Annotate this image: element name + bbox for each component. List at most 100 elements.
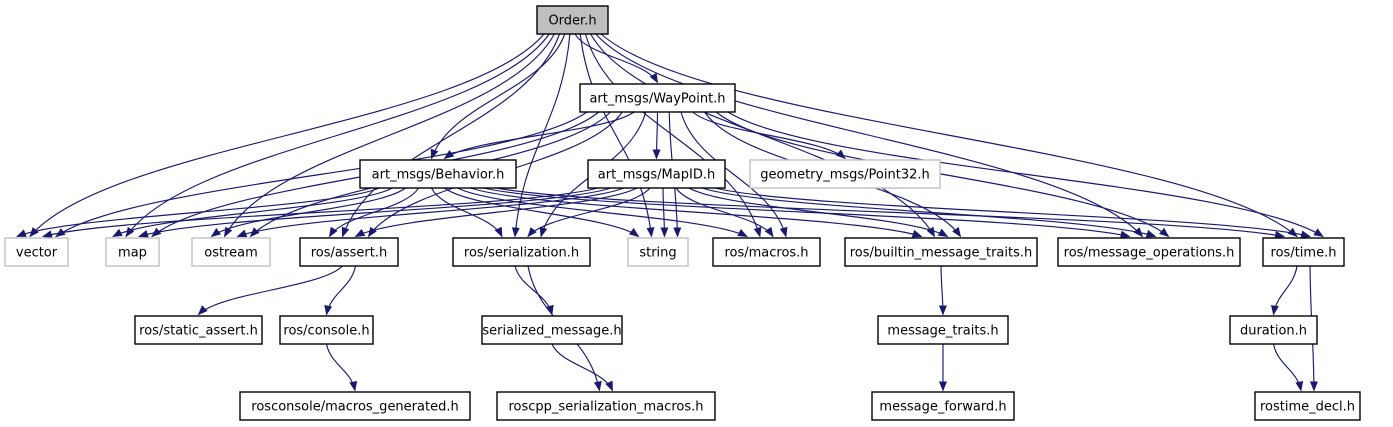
- node-box[interactable]: [481, 315, 623, 345]
- node-box[interactable]: [299, 237, 399, 267]
- node-box[interactable]: [134, 315, 263, 345]
- node-ros-assert-h[interactable]: ros/assert.h: [299, 237, 399, 267]
- node-label: message_forward.h: [879, 400, 1006, 415]
- node-box[interactable]: [587, 159, 726, 189]
- node-ros-serialization-h[interactable]: ros/serialization.h: [452, 237, 591, 267]
- node-label: ros/time.h: [1271, 246, 1337, 261]
- node-label: ros/macros.h: [724, 246, 808, 261]
- edge-mi-to-mac: [675, 187, 774, 238]
- node-box[interactable]: [359, 159, 517, 189]
- edge-wp-to-bh: [443, 111, 635, 160]
- node-vector: vector: [4, 237, 69, 267]
- edge-mi-to-str: [660, 187, 669, 238]
- edge-mi-to-bmt: [688, 187, 949, 238]
- node-box[interactable]: [1229, 315, 1318, 345]
- node-label: ros/console.h: [283, 324, 369, 339]
- edge-wp-to-t: [727, 111, 1324, 238]
- node-layer: Order.h art_msgs/WayPoint.h art_msgs/Behav…: [4, 5, 1361, 421]
- edge-mi-to-ost: [236, 187, 625, 238]
- edge-t-to-dur: [1270, 265, 1298, 316]
- node-label: vector: [16, 246, 58, 261]
- edge-o-to-t: [600, 33, 1298, 238]
- node-message-traits-h[interactable]: message_traits.h: [877, 315, 1009, 345]
- node-ros-static-assert-h[interactable]: ros/static_assert.h: [134, 315, 263, 345]
- edge-bh-to-str: [444, 187, 640, 238]
- node-ostream: ostream: [191, 237, 271, 267]
- edge-ser-to-sm: [514, 265, 554, 316]
- node-ros-console-h[interactable]: ros/console.h: [279, 315, 374, 345]
- edge-o-to-map: [125, 33, 550, 238]
- edge-bh-to-t: [496, 187, 1285, 239]
- node-box[interactable]: [239, 391, 471, 421]
- node-label: rosconsole/macros_generated.h: [251, 400, 458, 415]
- node-box[interactable]: [877, 315, 1009, 345]
- edge-wp-to-mi: [652, 111, 661, 160]
- node-box[interactable]: [871, 391, 1015, 421]
- node-duration-h[interactable]: duration.h: [1229, 315, 1318, 345]
- node-art-msgs-mapid-h[interactable]: art_msgs/MapID.h: [587, 159, 726, 189]
- node-box[interactable]: [579, 83, 736, 113]
- edge-bh-to-map: [112, 187, 393, 238]
- node-label: message_traits.h: [887, 324, 998, 339]
- node-box[interactable]: [1254, 391, 1361, 421]
- edge-bh-to-ser: [430, 187, 503, 238]
- node-box: [627, 237, 689, 267]
- edge-mi-to-as: [354, 187, 638, 238]
- node-geometry-msgs-point32-h: geometry_msgs/Point32.h: [749, 159, 941, 189]
- node-art-msgs-behavior-h[interactable]: art_msgs/Behavior.h: [359, 159, 517, 189]
- edge-wp-to-vec: [55, 111, 588, 238]
- node-label: ros/serialization.h: [464, 246, 579, 261]
- node-box[interactable]: [1262, 237, 1345, 267]
- node-box: [191, 237, 271, 267]
- node-ros-macros-h[interactable]: ros/macros.h: [712, 237, 821, 267]
- edge-o-to-bh: [430, 33, 566, 160]
- node-label: art_msgs/MapID.h: [598, 168, 715, 183]
- node-label: duration.h: [1240, 324, 1307, 339]
- node-box: [749, 159, 941, 189]
- edge-bh-to-mo: [483, 187, 1131, 239]
- edge-as-to-con: [324, 265, 357, 316]
- node-message-forward-h[interactable]: message_forward.h: [871, 391, 1015, 421]
- node-rosconsole-macros-generated-h[interactable]: rosconsole/macros_generated.h: [239, 391, 471, 421]
- node-label: roscpp_serialization_macros.h: [509, 400, 704, 415]
- node-art-msgs-waypoint-h[interactable]: art_msgs/WayPoint.h: [579, 83, 736, 113]
- node-label: ros/builtin_message_traits.h: [850, 246, 1033, 261]
- edge-bh-to-bmt: [470, 187, 923, 238]
- node-box[interactable]: [452, 237, 591, 267]
- node-label: art_msgs/WayPoint.h: [589, 92, 725, 107]
- edge-wp-to-p32: [692, 111, 846, 160]
- node-label: geometry_msgs/Point32.h: [760, 168, 930, 183]
- node-box[interactable]: [536, 5, 609, 35]
- node-ros-builtin-message-traits-h[interactable]: ros/builtin_message_traits.h: [844, 237, 1038, 267]
- edge-o-to-mac: [584, 33, 762, 238]
- node-label: ostream: [204, 246, 258, 261]
- node-label: map: [118, 246, 147, 261]
- edge-mi-to-map: [138, 187, 612, 238]
- node-roscpp-serialization-macros-h[interactable]: roscpp_serialization_macros.h: [496, 391, 716, 421]
- node-order-h[interactable]: Order.h: [536, 5, 609, 35]
- edge-mi-to-t: [714, 187, 1311, 239]
- node-box[interactable]: [496, 391, 716, 421]
- node-label: ros/message_operations.h: [1064, 246, 1235, 261]
- node-rostime-decl-h[interactable]: rostime_decl.h: [1254, 391, 1361, 421]
- node-string: string: [627, 237, 689, 267]
- node-box[interactable]: [279, 315, 374, 345]
- node-label: rostime_decl.h: [1260, 400, 1355, 415]
- node-box[interactable]: [712, 237, 821, 267]
- node-label: Order.h: [548, 14, 596, 29]
- edge-o-to-str: [579, 33, 655, 238]
- node-box[interactable]: [1057, 237, 1241, 267]
- node-ros-message-operations-h[interactable]: ros/message_operations.h: [1057, 237, 1241, 267]
- edge-bh-to-ost: [210, 187, 406, 238]
- edge-o-to-mo: [595, 33, 1144, 238]
- node-serialized-message-h[interactable]: serialized_message.h: [481, 315, 623, 345]
- node-box[interactable]: [844, 237, 1038, 267]
- node-label: ros/assert.h: [311, 246, 388, 261]
- edge-con-to-mg: [325, 343, 358, 392]
- edge-o-to-vec: [29, 33, 545, 238]
- node-map: map: [105, 237, 160, 267]
- node-box: [105, 237, 160, 267]
- node-label: ros/static_assert.h: [139, 324, 258, 339]
- node-ros-time-h[interactable]: ros/time.h: [1262, 237, 1345, 267]
